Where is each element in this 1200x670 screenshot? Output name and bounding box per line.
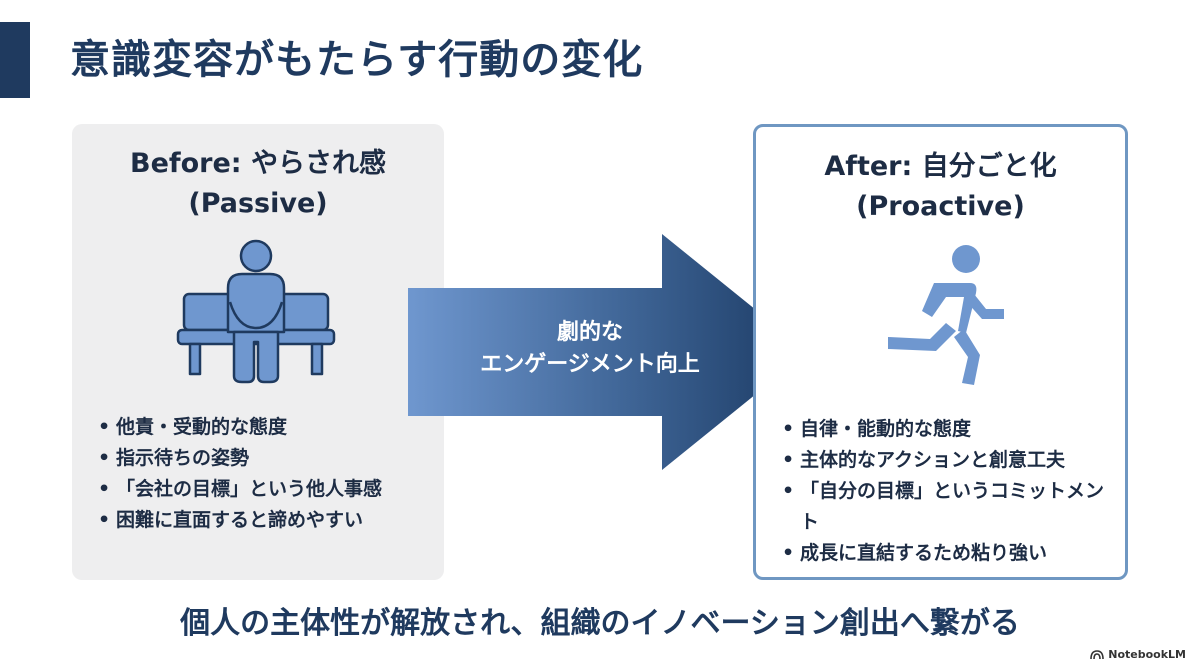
list-item: 困難に直面すると諦めやすい (98, 505, 382, 536)
before-title-line1: Before: やらされ感 (129, 148, 386, 179)
conclusion-text: 個人の主体性が解放され、組織のイノベーション創出へ繋がる (180, 606, 1020, 641)
list-item: 成長に直結するため粘り強い (782, 538, 1112, 569)
before-title-line2: (Passive) (188, 188, 328, 219)
after-panel: After: 自分ごと化 (Proactive) 自律・能動的な態度 主体的なア… (753, 124, 1128, 580)
list-item: 自律・能動的な態度 (782, 414, 1112, 445)
page-title: 意識変容がもたらす行動の変化 (70, 37, 644, 83)
notebooklm-logo-icon (1090, 649, 1105, 659)
running-person-icon (888, 245, 1004, 385)
after-panel-title: After: 自分ごと化 (Proactive) (756, 147, 1125, 227)
after-bullet-list: 自律・能動的な態度 主体的なアクションと創意工夫 「自分の目標」というコミットメ… (782, 414, 1112, 569)
list-item: 他責・受動的な態度 (98, 412, 382, 443)
watermark-label: NotebookLM (1108, 648, 1186, 661)
list-item: 主体的なアクションと創意工夫 (782, 445, 1112, 476)
engagement-arrow (408, 234, 808, 470)
before-bullet-list: 他責・受動的な態度 指示待ちの姿勢 「会社の目標」という他人事感 困難に直面する… (98, 412, 382, 536)
before-panel: Before: やらされ感 (Passive) 他責・受動的な態度 指示待ちの姿… (72, 124, 444, 580)
watermark: NotebookLM (1090, 648, 1186, 661)
list-item: 「会社の目標」という他人事感 (98, 474, 382, 505)
arrow-label: 劇的な エンゲージメント向上 (425, 317, 755, 381)
before-panel-title: Before: やらされ感 (Passive) (72, 144, 444, 224)
arrow-label-line2: エンゲージメント向上 (480, 352, 700, 377)
arrow-label-line1: 劇的な (556, 320, 623, 345)
after-title-line2: (Proactive) (856, 191, 1025, 222)
list-item: 指示待ちの姿勢 (98, 443, 382, 474)
title-accent-bar (0, 22, 30, 98)
list-item: 「自分の目標」というコミットメント (782, 476, 1112, 538)
sitting-person-icon (176, 239, 336, 384)
after-title-line1: After: 自分ごと化 (824, 151, 1057, 182)
